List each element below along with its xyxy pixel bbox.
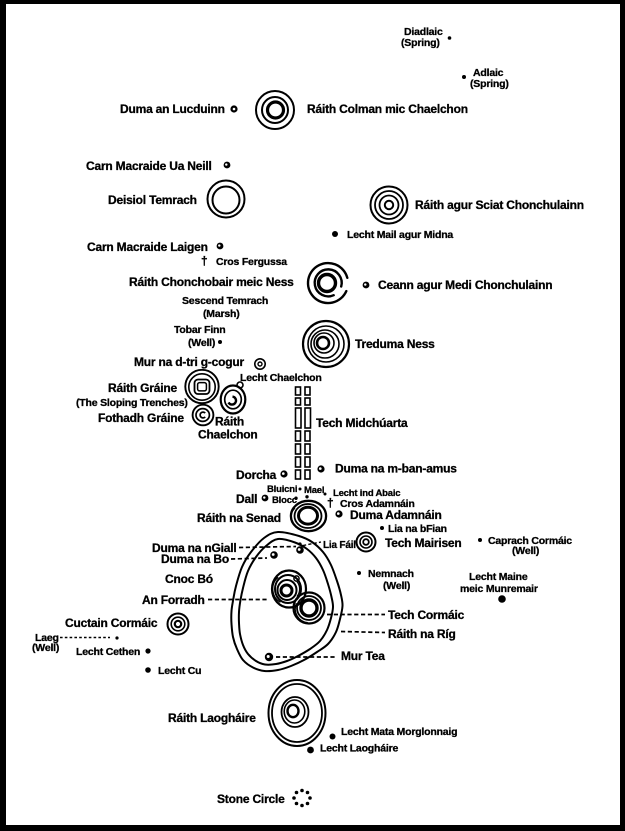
svg-text:Ráith Laogháire: Ráith Laogháire xyxy=(168,711,256,725)
svg-text:Blocc: Blocc xyxy=(272,495,297,506)
svg-text:Tech Mairisen: Tech Mairisen xyxy=(385,536,462,550)
svg-text:(Spring): (Spring) xyxy=(401,37,440,49)
svg-text:Carn Macraide Laigen: Carn Macraide Laigen xyxy=(87,240,208,254)
svg-text:Caprach Cormáic: Caprach Cormáic xyxy=(488,535,572,547)
svg-text:Ceann agur Medi Chonchulainn: Ceann agur Medi Chonchulainn xyxy=(378,278,552,292)
svg-text:Lecht ind Abaic: Lecht ind Abaic xyxy=(333,488,400,499)
svg-text:Adlaic: Adlaic xyxy=(473,67,504,79)
svg-text:Diadlaic: Diadlaic xyxy=(404,26,443,38)
svg-text:Cnoc Bó: Cnoc Bó xyxy=(165,572,213,586)
svg-text:Mur Tea: Mur Tea xyxy=(341,649,385,663)
svg-text:Lecht Laogháire: Lecht Laogháire xyxy=(320,743,398,755)
svg-text:Sescend Temrach: Sescend Temrach xyxy=(182,295,268,307)
svg-text:(Well): (Well) xyxy=(383,580,410,592)
svg-text:Ráith Gráine: Ráith Gráine xyxy=(108,381,177,395)
svg-text:Lecht Cethen: Lecht Cethen xyxy=(76,646,140,658)
svg-text:Duma na Bo: Duma na Bo xyxy=(161,552,229,566)
svg-text:Lecht Maine: Lecht Maine xyxy=(469,571,528,583)
svg-text:Carn Macraide Ua Neill: Carn Macraide Ua Neill xyxy=(86,159,212,173)
svg-text:Ráith na Senad: Ráith na Senad xyxy=(197,511,281,525)
svg-text:Bluicni: Bluicni xyxy=(267,484,297,495)
svg-text:Tech Cormáic: Tech Cormáic xyxy=(388,608,465,622)
svg-text:Cros Adamnáin: Cros Adamnáin xyxy=(340,498,415,510)
svg-text:Duma Adamnáin: Duma Adamnáin xyxy=(350,508,442,522)
svg-text:Treduma Ness: Treduma Ness xyxy=(355,337,435,351)
svg-text:Tobar Finn: Tobar Finn xyxy=(174,324,225,336)
svg-text:Mael: Mael xyxy=(304,485,324,496)
svg-text:Ráith: Ráith xyxy=(215,415,244,429)
svg-text:Dorcha: Dorcha xyxy=(236,468,277,482)
svg-text:Chaelchon: Chaelchon xyxy=(198,428,258,442)
svg-text:Fothadh Gráine: Fothadh Gráine xyxy=(98,411,184,425)
svg-text:Lecht Mail agur Midna: Lecht Mail agur Midna xyxy=(347,229,453,241)
svg-text:Lia na bFian: Lia na bFian xyxy=(388,523,447,535)
svg-text:Ráith Chonchobair meic Ness: Ráith Chonchobair meic Ness xyxy=(129,275,294,289)
svg-text:Mur na d-tri g-cogur: Mur na d-tri g-cogur xyxy=(134,355,245,369)
svg-text:Duma na m-ban-amus: Duma na m-ban-amus xyxy=(335,462,457,476)
svg-text:Cuctain Cormáic: Cuctain Cormáic xyxy=(65,616,158,630)
svg-text:(The Sloping Trenches): (The Sloping Trenches) xyxy=(76,397,188,409)
svg-text:Tech Midchúarta: Tech Midchúarta xyxy=(316,416,408,430)
svg-text:(Spring): (Spring) xyxy=(470,78,509,90)
svg-text:†: † xyxy=(201,254,207,268)
svg-text:Ráith Colman mic Chaelchon: Ráith Colman mic Chaelchon xyxy=(307,102,468,116)
svg-text:Nemnach: Nemnach xyxy=(368,568,414,580)
svg-text:Deisiol Temrach: Deisiol Temrach xyxy=(108,193,197,207)
svg-text:Dall: Dall xyxy=(236,492,257,506)
svg-text:(Well): (Well) xyxy=(32,642,59,654)
svg-text:†: † xyxy=(327,496,333,510)
svg-text:Lia Fáil: Lia Fáil xyxy=(323,540,356,551)
svg-text:Ráith na Ríg: Ráith na Ríg xyxy=(388,627,456,641)
svg-text:Cros Fergussa: Cros Fergussa xyxy=(216,256,287,268)
svg-text:Stone Circle: Stone Circle xyxy=(217,792,285,806)
svg-text:meic Munremair: meic Munremair xyxy=(460,583,538,595)
svg-text:(Well): (Well) xyxy=(188,337,215,349)
svg-text:Duma an Lucduinn: Duma an Lucduinn xyxy=(120,102,225,116)
svg-text:Lecht Cu: Lecht Cu xyxy=(158,665,201,677)
svg-text:Ráith agur Sciat Chonchulainn: Ráith agur Sciat Chonchulainn xyxy=(415,198,584,212)
svg-text:Duma na nGiall: Duma na nGiall xyxy=(152,541,237,555)
svg-text:Lecht Chaelchon: Lecht Chaelchon xyxy=(240,372,322,384)
svg-text:(Well): (Well) xyxy=(512,545,539,557)
svg-text:An Forradh: An Forradh xyxy=(142,593,205,607)
svg-text:(Marsh): (Marsh) xyxy=(203,308,240,320)
svg-text:Lecht Mata Morglonnaig: Lecht Mata Morglonnaig xyxy=(341,726,457,738)
svg-text:Laeg: Laeg xyxy=(35,632,59,644)
